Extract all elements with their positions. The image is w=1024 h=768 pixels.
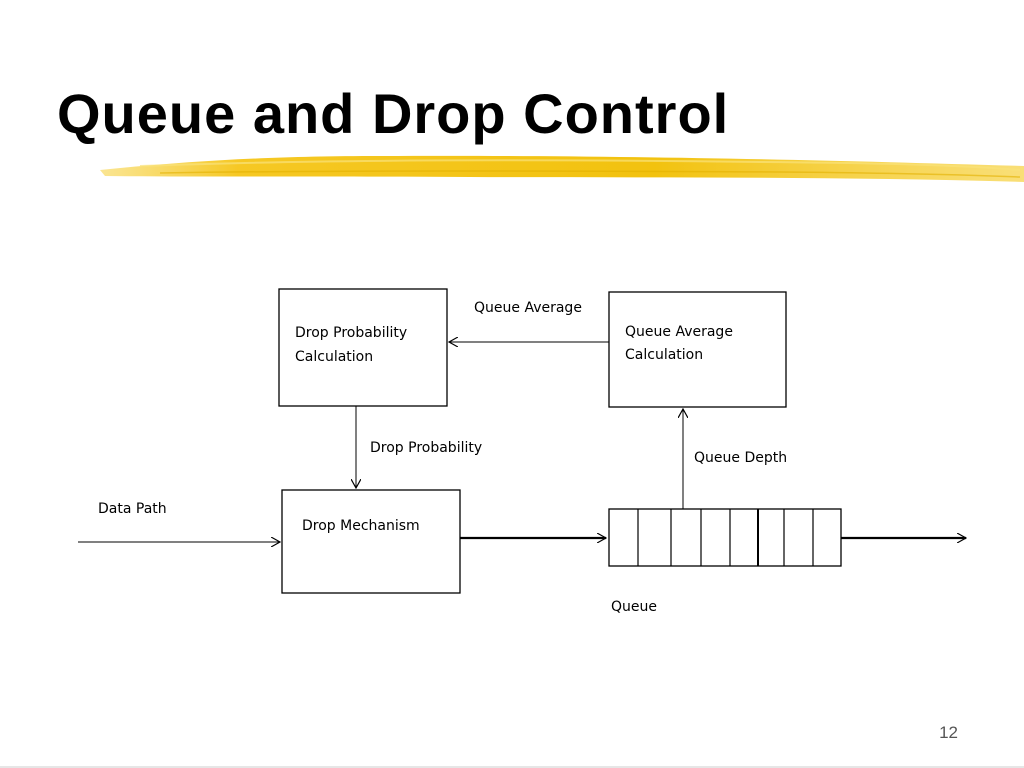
queue-average-calculation-box: Queue Average Calculation bbox=[608, 291, 787, 408]
edge-label-queue-depth: Queue Depth bbox=[694, 450, 787, 466]
queue-average-calculation-label-line1: Queue Average bbox=[625, 324, 733, 340]
queue-buffer: Queue bbox=[608, 508, 842, 615]
edge-label-drop-probability: Drop Probability bbox=[370, 440, 482, 456]
edge-label-data-path: Data Path bbox=[98, 501, 167, 517]
drop-probability-calculation-label-line1: Drop Probability bbox=[295, 325, 407, 341]
queue-label: Queue bbox=[611, 599, 657, 615]
drop-mechanism-label: Drop Mechanism bbox=[302, 518, 420, 534]
edge-queue-depth: Queue Depth bbox=[683, 409, 787, 509]
bottom-rule bbox=[0, 766, 1024, 768]
queue-average-calculation-label-line2: Calculation bbox=[625, 347, 703, 363]
edge-label-queue-average: Queue Average bbox=[474, 300, 582, 316]
drop-mechanism-box: Drop Mechanism bbox=[281, 489, 461, 594]
drop-probability-calculation-box: Drop Probability Calculation bbox=[278, 288, 448, 407]
drop-probability-calculation-label-line2: Calculation bbox=[295, 349, 373, 365]
title-underline-brushstroke bbox=[100, 155, 1024, 182]
slide-number: 12 bbox=[939, 723, 958, 742]
edge-data-path: Data Path bbox=[78, 501, 280, 542]
slide-title: Queue and Drop Control bbox=[57, 82, 730, 145]
edge-queue-average: Queue Average bbox=[449, 300, 609, 342]
edge-drop-probability: Drop Probability bbox=[356, 406, 482, 488]
